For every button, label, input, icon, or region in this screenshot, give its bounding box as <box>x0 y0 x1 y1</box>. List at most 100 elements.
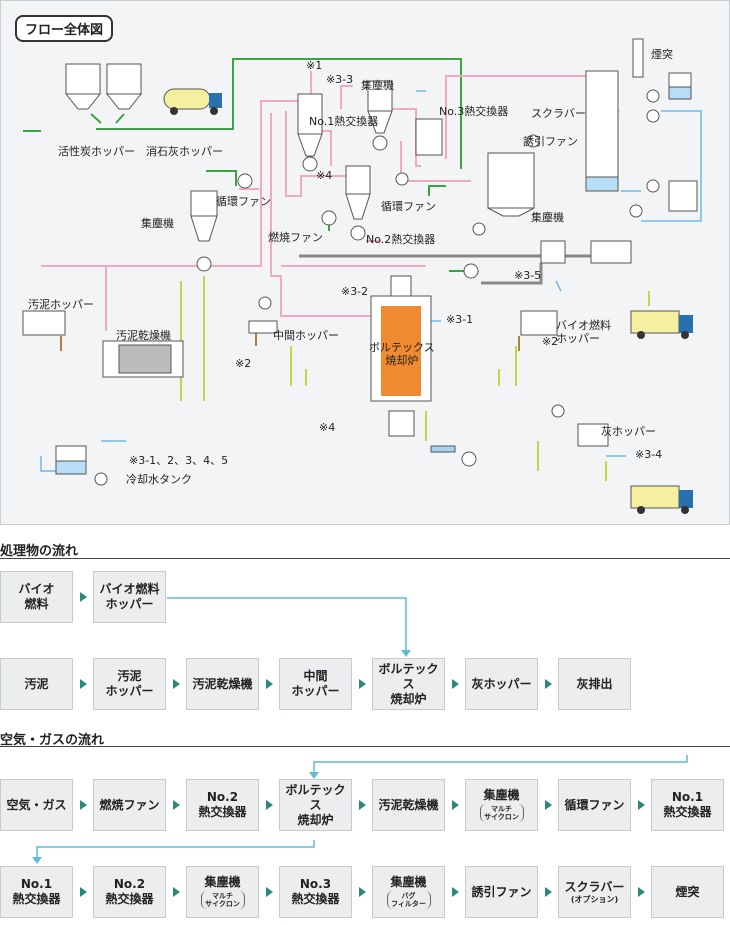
gas-step-label: 空気・ガス <box>6 797 67 812</box>
label-ash-hopper: 灰ホッパー <box>601 425 656 438</box>
gas-step-label: ボルテックス 焼却炉 <box>285 782 346 827</box>
vortex-furnace <box>370 275 432 437</box>
dump-truck-2 <box>630 485 693 514</box>
label-bio-fuel-hopper: バイオ燃料 ホッパー <box>556 319 611 345</box>
arrow-icon <box>545 679 552 689</box>
label-note-2b: ※2 <box>542 335 559 348</box>
arrow-icon <box>173 800 180 810</box>
gas-step-gas_row1-5: 集塵機マルチ サイクロン <box>465 779 538 831</box>
process-ash-discharge: 灰排出 <box>558 658 631 710</box>
label-scrubber: スクラバー <box>531 107 586 120</box>
gas-step-label: No.1 熱交換器 <box>663 790 712 819</box>
label-dust-collector-top: 集塵機 <box>361 79 394 92</box>
arrow-icon <box>359 800 366 810</box>
gas-step-label: 煙突 <box>675 884 700 899</box>
arrow-icon <box>173 679 180 689</box>
process-vortex-furnace: ボルテックス 焼却炉 <box>372 658 445 710</box>
gas-step-sublabel: バグ フィルター <box>386 891 431 909</box>
gas-step-gas_row1-6: 循環ファン <box>558 779 631 831</box>
arrow-icon <box>173 887 180 897</box>
dump-truck-1 <box>630 310 693 339</box>
gas-step-label: No.3 熱交換器 <box>291 877 340 906</box>
gas-step-option-note: (オプション) <box>570 895 619 904</box>
label-intermediate-hopper: 中間ホッパー <box>273 329 339 342</box>
process-sludge: 汚泥 <box>0 658 73 710</box>
label-cooling-note: ※3-1、2、3、4、5 <box>129 454 229 467</box>
gas-step-label: 集塵機 <box>204 875 241 889</box>
label-chimney: 煙突 <box>651 48 673 61</box>
label-sludge-hopper: 汚泥ホッパー <box>28 298 94 311</box>
plant-drawing <box>22 38 702 514</box>
gas-step-gas_row1-3: ボルテックス 焼却炉 <box>279 779 352 831</box>
arrow-icon <box>80 800 87 810</box>
label-circ-fan-b: 循環ファン <box>381 200 436 213</box>
gas-step-label: 汚泥乾燥機 <box>378 797 439 812</box>
equipment <box>190 80 540 279</box>
gas-step-label: 誘引ファン <box>471 884 532 899</box>
label-no2-hx: No.2熱交換器 <box>366 233 436 246</box>
arrow-icon <box>266 800 273 810</box>
label-note-3-4: ※3-4 <box>635 448 663 461</box>
diagram-title: フロー全体図 <box>15 15 114 42</box>
gas-step-label: 燃焼ファン <box>99 797 160 812</box>
gas-step-label: No.2 熱交換器 <box>198 790 247 819</box>
arrow-icon <box>638 887 645 897</box>
gas-step-label: No.2 熱交換器 <box>105 877 154 906</box>
ducts <box>299 254 631 285</box>
label-note-4a: ※4 <box>316 169 333 182</box>
gas-step-gas_row1-2: No.2 熱交換器 <box>186 779 259 831</box>
label-no1-hx: No.1熱交換器 <box>309 115 379 128</box>
label-circ-fan-a: 循環ファン <box>216 195 271 208</box>
gas-step-gas_row1-7: No.1 熱交換器 <box>651 779 724 831</box>
process-ash-hopper: 灰ホッパー <box>465 658 538 710</box>
gas-step-sublabel: マルチ サイクロン <box>479 804 524 822</box>
process-bio-fuel: バイオ 燃料 <box>0 571 73 623</box>
label-combustion-fan: 燃焼ファン <box>268 231 323 244</box>
label-induced-fan: 誘引ファン <box>523 135 578 148</box>
gas-step-label: No.1 熱交換器 <box>12 877 61 906</box>
arrow-icon <box>452 887 459 897</box>
gas-step-gas_row1-0: 空気・ガス <box>0 779 73 831</box>
hoppers <box>22 240 632 467</box>
gas-step-label: 集塵機 <box>390 875 427 889</box>
process-sludge-hopper: 汚泥 ホッパー <box>93 658 166 710</box>
arrow-icon <box>545 800 552 810</box>
gas-step-label: 循環ファン <box>564 797 625 812</box>
label-dust-collector-mid: 集塵機 <box>531 211 564 224</box>
process-sludge-dryer: 汚泥乾燥機 <box>186 658 259 710</box>
arrow-icon <box>80 887 87 897</box>
gas-step-gas_row2-6: スクラバー(オプション) <box>558 866 631 918</box>
label-note-2a: ※2 <box>235 357 252 370</box>
gas-step-gas_row1-4: 汚泥乾燥機 <box>372 779 445 831</box>
gas-step-label: スクラバー <box>564 880 625 894</box>
gas-step-gas_row2-7: 煙突 <box>651 866 724 918</box>
label-note-1: ※1 <box>306 59 323 72</box>
arrow-icon <box>359 679 366 689</box>
section-process-title: 処理物の流れ <box>0 544 79 559</box>
arrow-icon <box>266 887 273 897</box>
arrow-icon <box>80 679 87 689</box>
gas-step-gas_row2-5: 誘引ファン <box>465 866 538 918</box>
gas-step-label: 集塵機 <box>483 788 520 802</box>
section-process-divider <box>0 558 730 559</box>
gas-step-gas_row1-1: 燃焼ファン <box>93 779 166 831</box>
label-note-3-5: ※3-5 <box>514 269 542 282</box>
gas-step-gas_row2-1: No.2 熱交換器 <box>93 866 166 918</box>
section-gas-title: 空気・ガスの流れ <box>0 733 105 748</box>
gas-step-gas_row2-4: 集塵機バグ フィルター <box>372 866 445 918</box>
label-activated-carbon-hopper: 活性炭ホッパー <box>58 145 135 158</box>
cooling-tank <box>55 445 108 486</box>
gas-step-gas_row2-0: No.1 熱交換器 <box>0 866 73 918</box>
arrow-icon <box>452 800 459 810</box>
label-vortex-furnace: ボルテックス 焼却炉 <box>369 341 435 367</box>
arrow-icon <box>452 679 459 689</box>
section-gas-divider <box>0 746 730 747</box>
label-cooling-tank: 冷却水タンク <box>126 473 192 486</box>
label-dust-collector-left: 集塵機 <box>141 217 174 230</box>
gas-step-sublabel: マルチ サイクロン <box>200 891 245 909</box>
gas-step-gas_row2-2: 集塵機マルチ サイクロン <box>186 866 259 918</box>
label-sludge-dryer: 汚泥乾燥機 <box>116 329 171 342</box>
sludge-dryer <box>102 340 184 378</box>
arrow-icon <box>359 887 366 897</box>
gas-step-gas_row2-3: No.3 熱交換器 <box>279 866 352 918</box>
